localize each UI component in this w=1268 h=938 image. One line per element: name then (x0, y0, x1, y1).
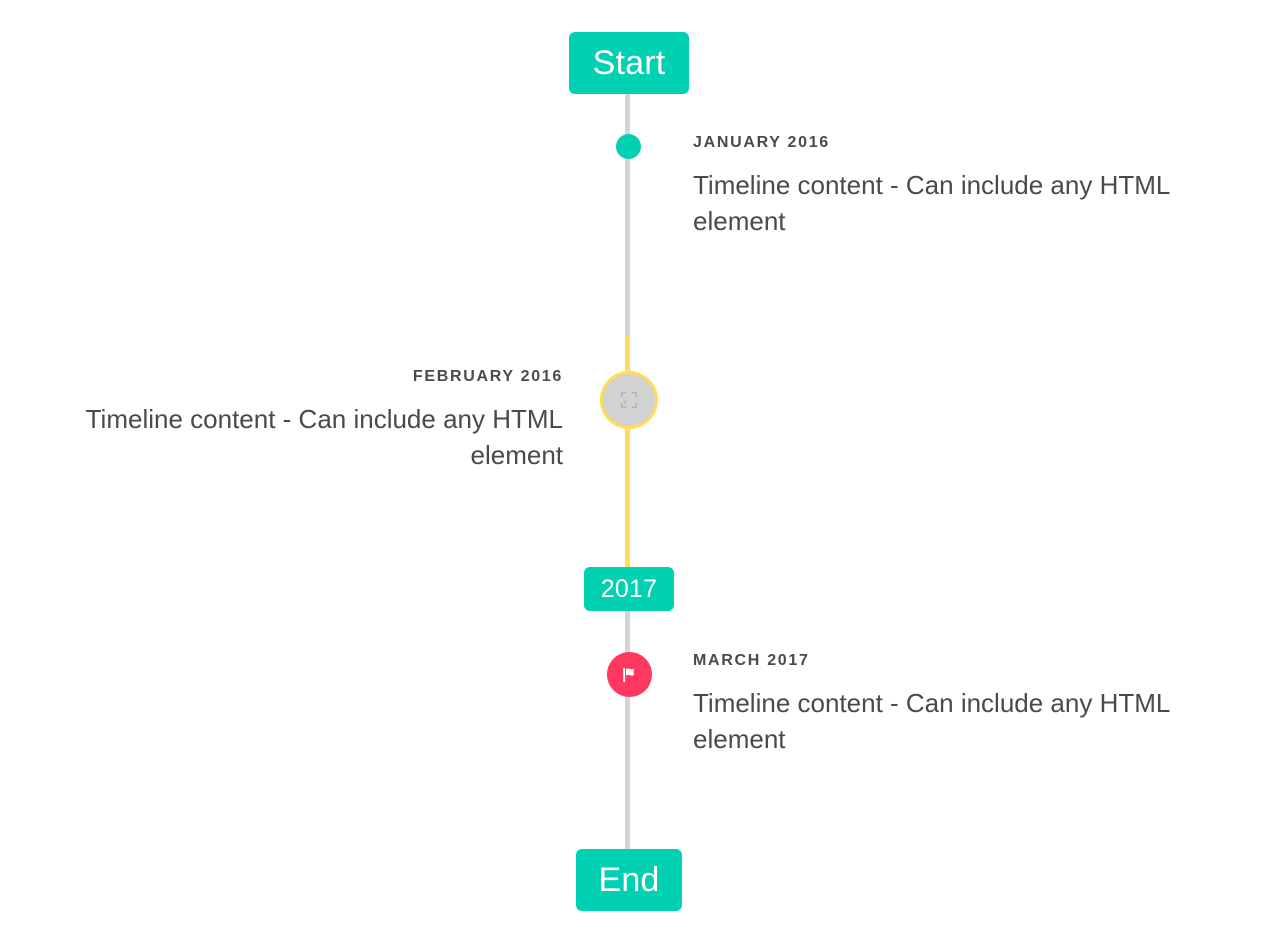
timeline-entry-january: JANUARY 2016 Timeline content - Can incl… (693, 133, 1233, 240)
timeline-marker-flag-icon[interactable] (607, 652, 652, 697)
timeline-entry-body: Timeline content - Can include any HTML … (85, 404, 563, 471)
timeline-rail-segment-yellow (625, 335, 630, 567)
timeline-rail-segment-bottom (625, 611, 630, 849)
flag-icon (622, 667, 634, 682)
timeline-entry-body: Timeline content - Can include any HTML … (693, 688, 1170, 755)
timeline-marker-dot-icon[interactable] (616, 134, 641, 159)
timeline-entry-february: FEBRUARY 2016 Timeline content - Can inc… (23, 367, 563, 474)
timeline-entry-date: FEBRUARY 2016 (412, 368, 563, 385)
timeline-entry-body: Timeline content - Can include any HTML … (693, 170, 1170, 237)
timeline-rail-segment-top (625, 94, 630, 335)
timeline-start-badge[interactable]: Start (569, 32, 689, 94)
broken-image-icon (621, 392, 637, 408)
timeline-year-badge[interactable]: 2017 (584, 567, 674, 611)
timeline-end-badge[interactable]: End (576, 849, 682, 911)
timeline-marker-broken-image-icon[interactable] (600, 371, 658, 429)
timeline-entry-date: JANUARY 2016 (693, 134, 830, 151)
timeline-entry-date: MARCH 2017 (693, 652, 810, 669)
timeline-entry-march: MARCH 2017 Timeline content - Can includ… (693, 651, 1233, 758)
